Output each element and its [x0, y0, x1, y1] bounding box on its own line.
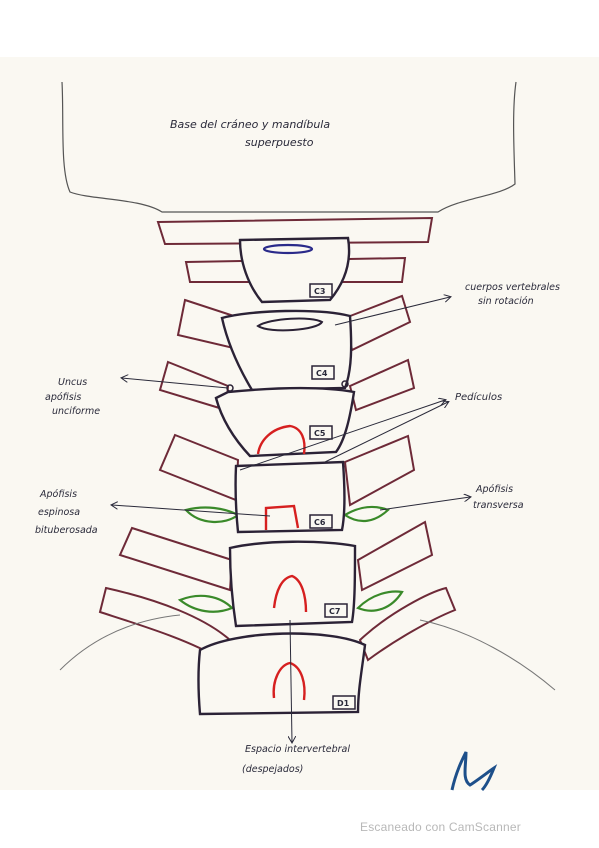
arrow-uncus [122, 378, 229, 389]
c6-right-rib [343, 434, 416, 507]
d1-spinous-process [272, 661, 306, 701]
c5-body [214, 387, 356, 458]
arrow-transverse [379, 497, 470, 511]
c6-body [234, 460, 346, 534]
c6-left-rib [158, 433, 240, 502]
annotation-pedicles: Pedículos [455, 391, 502, 403]
annotation-vertebral-bodies-1: cuerpos vertebrales [465, 282, 560, 293]
vertebra-label-c7: C7 [329, 607, 340, 616]
vertebra-label-c4: C4 [316, 369, 328, 378]
vertebra-label-c6: C6 [314, 518, 326, 527]
c3-lateral-mass [156, 216, 434, 246]
c7-right-rib [356, 520, 434, 592]
arrow-vertebral-bodies [334, 297, 450, 326]
scanner-watermark: Escaneado con CamScanner [360, 820, 521, 834]
annotation-spinous-1: Apófisis [39, 489, 77, 500]
c3-label-box [309, 283, 333, 298]
skull-base-outline [61, 81, 517, 213]
annotation-skull-base-1: Base del cráneo y mandíbula [170, 118, 330, 131]
annotation-uncus-1: Uncus [58, 377, 87, 388]
c7-label-box [324, 603, 348, 618]
annotation-disc-space-1: Espacio intervertebral [245, 744, 350, 755]
d1-right-rib [358, 586, 457, 662]
lower-rib-curve-right [419, 619, 556, 691]
c3-body [238, 236, 351, 304]
annotation-transverse-1: Apófisis [475, 484, 513, 495]
annotation-vertebral-bodies-2: sin rotación [478, 296, 534, 307]
c5-label-box [309, 425, 333, 440]
c5-right-rib [348, 358, 416, 412]
annotation-spinous-2: espinosa [38, 507, 80, 518]
c7-body [228, 540, 357, 628]
arrow-pedicle-2 [324, 402, 448, 463]
uncus-right-icon [341, 380, 349, 388]
c4-foramen [256, 317, 324, 332]
c4-label-box [311, 365, 335, 380]
c7-left-rib [118, 526, 234, 592]
signature-mark [450, 751, 498, 792]
annotation-spinous-3: bituberosada [35, 525, 98, 536]
c6-spinous-process [264, 504, 300, 530]
vertebra-label-c3: C3 [314, 287, 325, 296]
arrow-spinous [112, 505, 271, 517]
c7-left-transverse [177, 594, 234, 613]
annotation-uncus-2: apófisis [45, 392, 81, 403]
c3-foramen [262, 243, 314, 255]
c6-right-transverse [342, 505, 391, 523]
arrow-pedicle-1 [239, 400, 445, 471]
annotation-uncus-3: unciforme [52, 406, 100, 417]
c4-right-rib [343, 294, 412, 352]
vertebra-label-c5: C5 [314, 429, 326, 438]
d1-body [197, 632, 367, 716]
annotation-disc-space-2: (despejados) [242, 764, 303, 775]
d1-label-box [332, 695, 356, 710]
annotation-transverse-2: transversa [473, 500, 524, 511]
c6-left-transverse [183, 506, 241, 523]
c5-spinous-process [256, 424, 306, 455]
c7-spinous-process [272, 574, 308, 613]
c4-body [220, 309, 353, 392]
vertebra-label-d1: D1 [337, 699, 350, 708]
arrow-disc-space [290, 619, 292, 742]
c6-label-box [309, 514, 333, 529]
lower-rib-curve-left [59, 614, 181, 671]
annotation-skull-base-2: superpuesto [245, 136, 314, 149]
c7-right-transverse [356, 590, 404, 612]
